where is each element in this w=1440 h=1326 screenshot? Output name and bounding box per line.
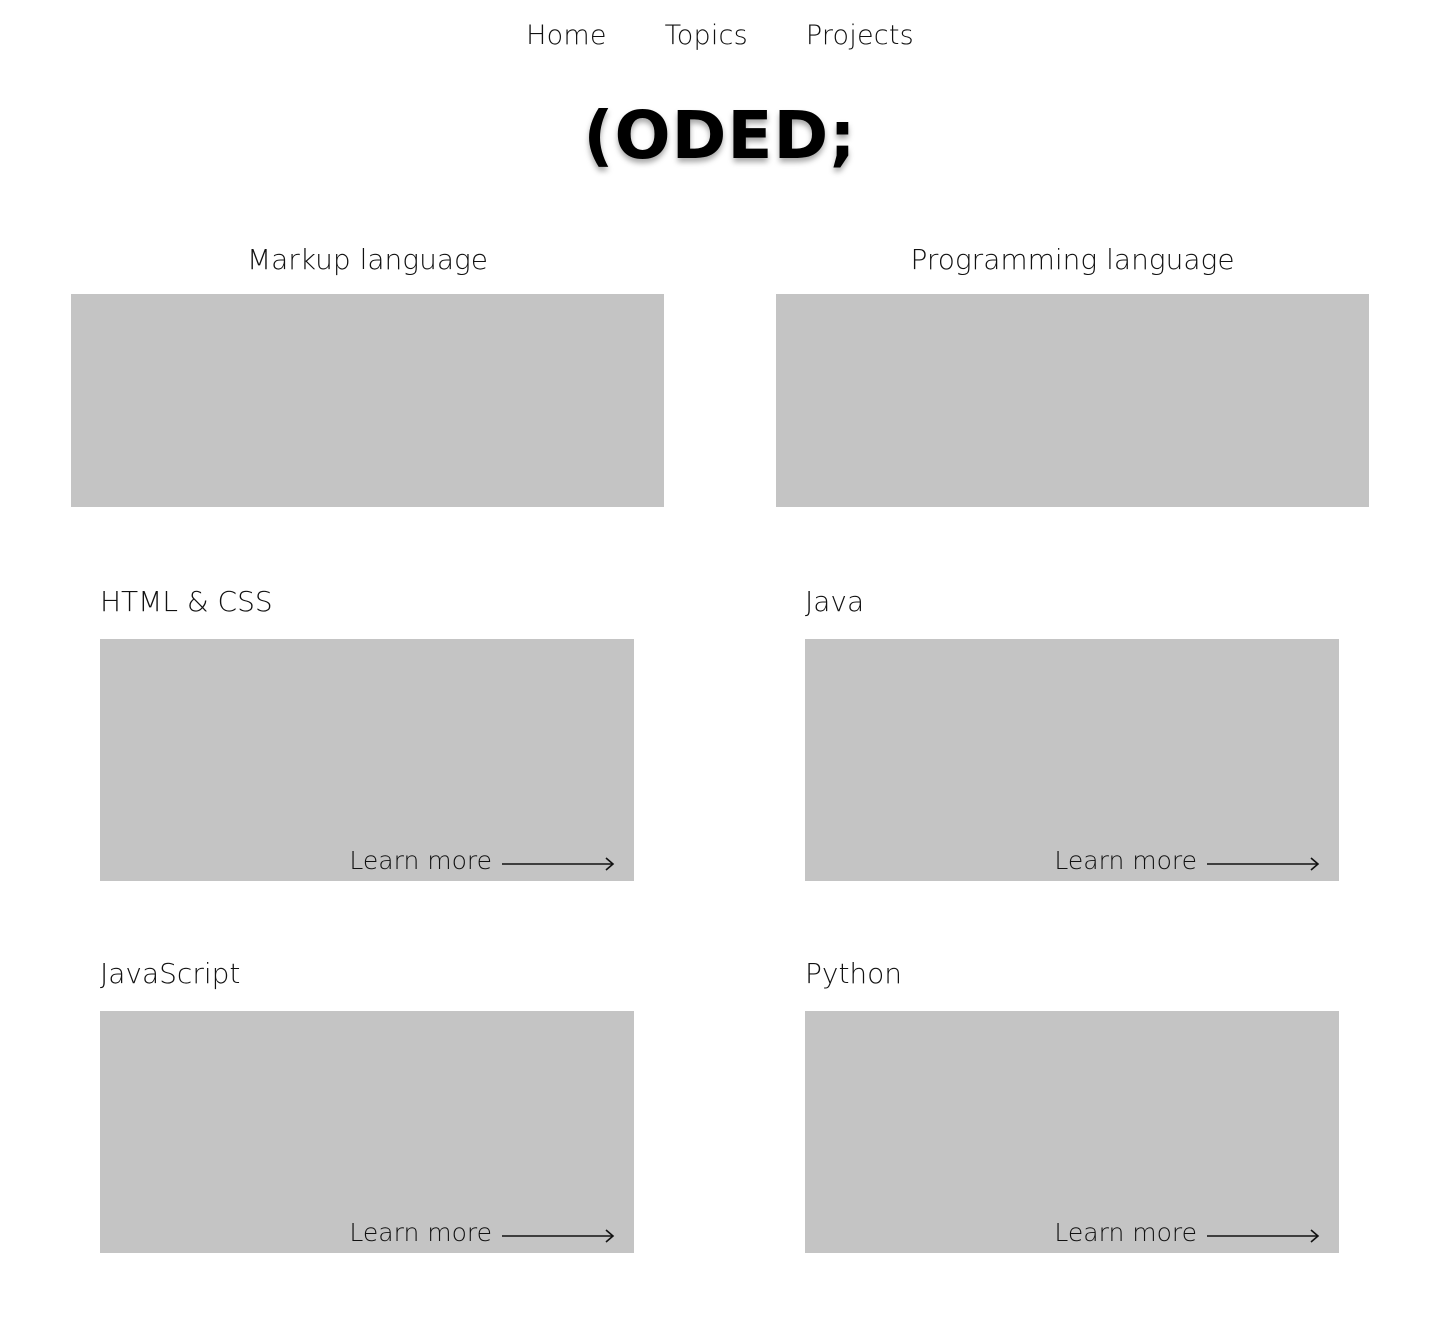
arrow-right-icon [502, 856, 615, 871]
learn-more-link[interactable]: Learn more [349, 846, 616, 875]
site-logo: (ODED; [583, 97, 857, 174]
learn-more-link[interactable]: Learn more [1054, 1218, 1321, 1247]
nav-home-link[interactable]: Home [526, 20, 607, 51]
topic-card-html-css: Learn more [100, 639, 634, 881]
category-title-programming: Programming language [910, 243, 1235, 276]
arrow-right-icon [1207, 856, 1320, 871]
learn-more-link[interactable]: Learn more [1054, 846, 1321, 875]
category-image-markup [71, 294, 664, 507]
nav-topics-link[interactable]: Topics [664, 20, 748, 51]
topic-card-java: Learn more [805, 639, 1339, 881]
category-title-markup: Markup language [246, 243, 489, 276]
learn-more-label: Learn more [349, 846, 492, 875]
topic-card-python: Learn more [805, 1011, 1339, 1253]
arrow-right-icon [1207, 1228, 1320, 1243]
topic-title-html-css: HTML & CSS [100, 585, 273, 618]
arrow-right-icon [502, 1228, 615, 1243]
learn-more-label: Learn more [1054, 846, 1197, 875]
main-nav: Home Topics Projects [0, 20, 1440, 51]
learn-more-label: Learn more [349, 1218, 492, 1247]
nav-projects-link[interactable]: Projects [805, 20, 914, 51]
topic-title-java: Java [805, 585, 865, 618]
learn-more-label: Learn more [1054, 1218, 1197, 1247]
learn-more-link[interactable]: Learn more [349, 1218, 616, 1247]
topic-title-javascript: JavaScript [100, 957, 241, 990]
topic-card-javascript: Learn more [100, 1011, 634, 1253]
topic-title-python: Python [805, 957, 903, 990]
category-image-programming [776, 294, 1369, 507]
